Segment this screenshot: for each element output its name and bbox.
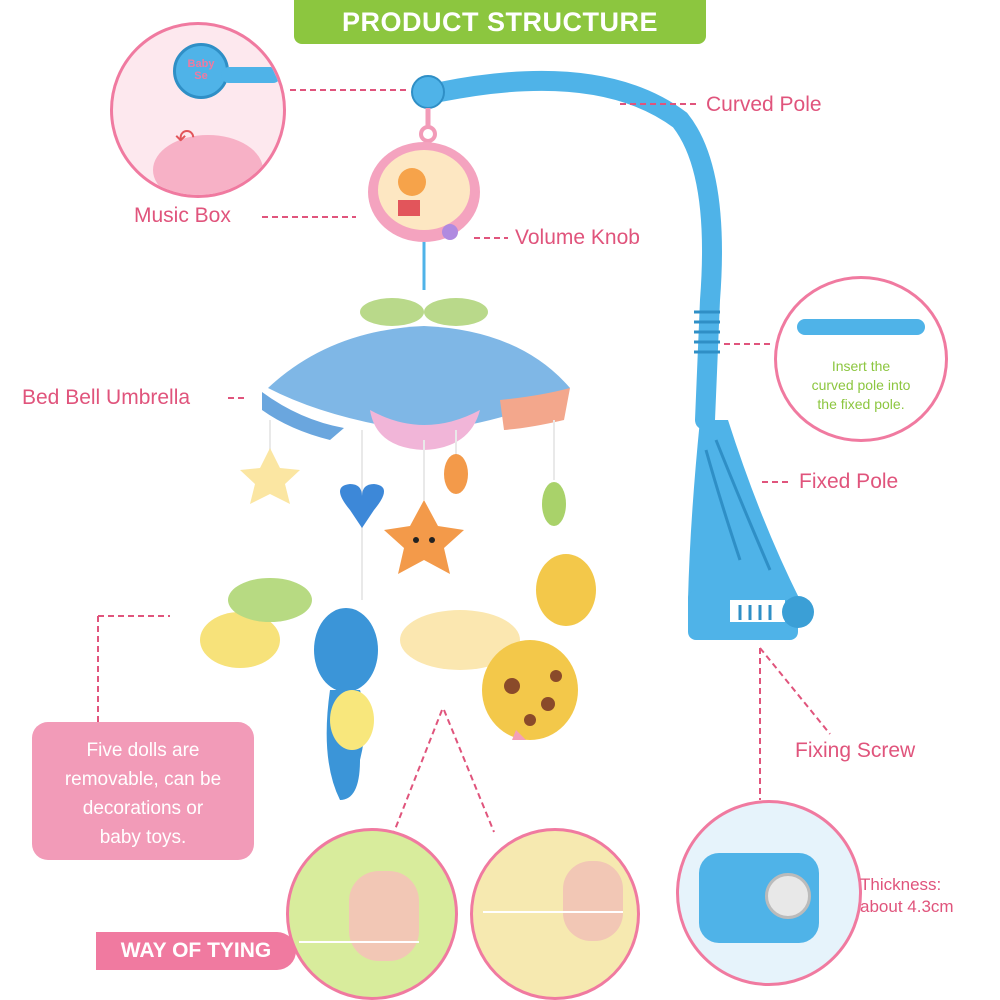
fixed-pole-detail — [704, 439, 772, 571]
top-logo-disk — [411, 75, 445, 109]
dolls-note-line4: baby toys. — [99, 827, 187, 848]
tying-hand-1 — [349, 871, 419, 961]
giraffe-doll-head — [536, 554, 596, 626]
teardrop-charm — [444, 454, 468, 494]
label-volume-knob: Volume Knob — [515, 226, 640, 249]
page-title-banner: PRODUCT STRUCTURE — [294, 0, 706, 44]
dolls-note-line2: removable, can be — [64, 769, 222, 790]
tying-hand-2 — [563, 861, 623, 941]
music-box-character — [398, 168, 426, 196]
fixing-screw-knob — [782, 596, 814, 628]
thickness-line2: about 4.3cm — [860, 897, 954, 916]
insert-note-line1: Insert the — [831, 358, 891, 374]
insert-note-line3: the fixed pole. — [817, 396, 905, 412]
seahorse-doll-belly — [330, 690, 374, 750]
insert-pole-detail-circle: Insert the curved pole into the fixed po… — [774, 276, 948, 442]
bee-doll-body — [200, 612, 280, 668]
orange-star-doll — [384, 500, 464, 574]
label-bed-bell-umbrella: Bed Bell Umbrella — [22, 386, 191, 409]
umbrella-flap-mid — [370, 410, 480, 450]
music-box-detail-body — [153, 135, 263, 195]
rotate-arrow-icon: ↶ — [175, 125, 196, 152]
music-box-detail-circle: Baby Se ↶ — [110, 22, 286, 198]
heart-charm — [340, 484, 384, 528]
clamp-detail-screw — [765, 873, 811, 919]
umbrella-flap-right — [500, 388, 570, 430]
seahorse-doll-head — [314, 608, 378, 692]
label-fixing-screw: Fixing Screw — [795, 739, 916, 762]
dolls-note-line3: decorations or — [82, 798, 204, 819]
umbrella-flap-left — [262, 392, 344, 440]
tying-string-2 — [483, 911, 623, 913]
label-curved-pole: Curved Pole — [706, 93, 822, 116]
insert-pole-rod — [797, 319, 925, 335]
pole-joint-ribs — [694, 310, 720, 354]
clamp-opening — [730, 600, 785, 622]
tying-string-1 — [299, 941, 419, 943]
music-box-hook-arm — [221, 67, 281, 83]
logo-text-line1: Baby — [187, 58, 215, 70]
tying-detail-circle-1 — [286, 828, 458, 1000]
umbrella-top — [268, 326, 570, 432]
star-charm — [240, 448, 300, 504]
curved-pole-shape — [430, 70, 722, 430]
insert-note-line2: curved pole into — [811, 377, 911, 393]
giraffe-doll-body — [482, 640, 578, 740]
music-box-gift — [398, 200, 420, 216]
dolls-note-line1: Five dolls are — [86, 740, 200, 761]
label-music-box: Music Box — [134, 204, 231, 227]
clamp-detail-circle — [676, 800, 862, 986]
doll-strings — [269, 420, 555, 600]
volume-knob-shape — [442, 224, 458, 240]
hanger-ring — [419, 125, 437, 143]
insert-pole-note: Insert the curved pole into the fixed po… — [777, 357, 945, 414]
label-fixed-pole: Fixed Pole — [799, 470, 899, 493]
bee-doll-wing — [228, 578, 312, 622]
fixing-screw-thread — [738, 605, 772, 620]
thickness-line1: Thickness: — [860, 875, 942, 894]
bow-left — [360, 298, 424, 326]
leader-lines — [97, 89, 831, 833]
tying-detail-circle-2 — [470, 828, 640, 1000]
thickness-note: Thickness: about 4.3cm — [860, 874, 954, 918]
leaf-charm — [542, 482, 566, 526]
logo-text-line2: Se — [194, 70, 208, 82]
music-box-face — [378, 150, 470, 230]
way-of-tying-banner: WAY OF TYING — [96, 932, 296, 970]
bow-right — [424, 298, 488, 326]
cow-doll-body — [400, 610, 520, 670]
dolls-note-box: Five dolls are removable, can be decorat… — [32, 722, 254, 860]
